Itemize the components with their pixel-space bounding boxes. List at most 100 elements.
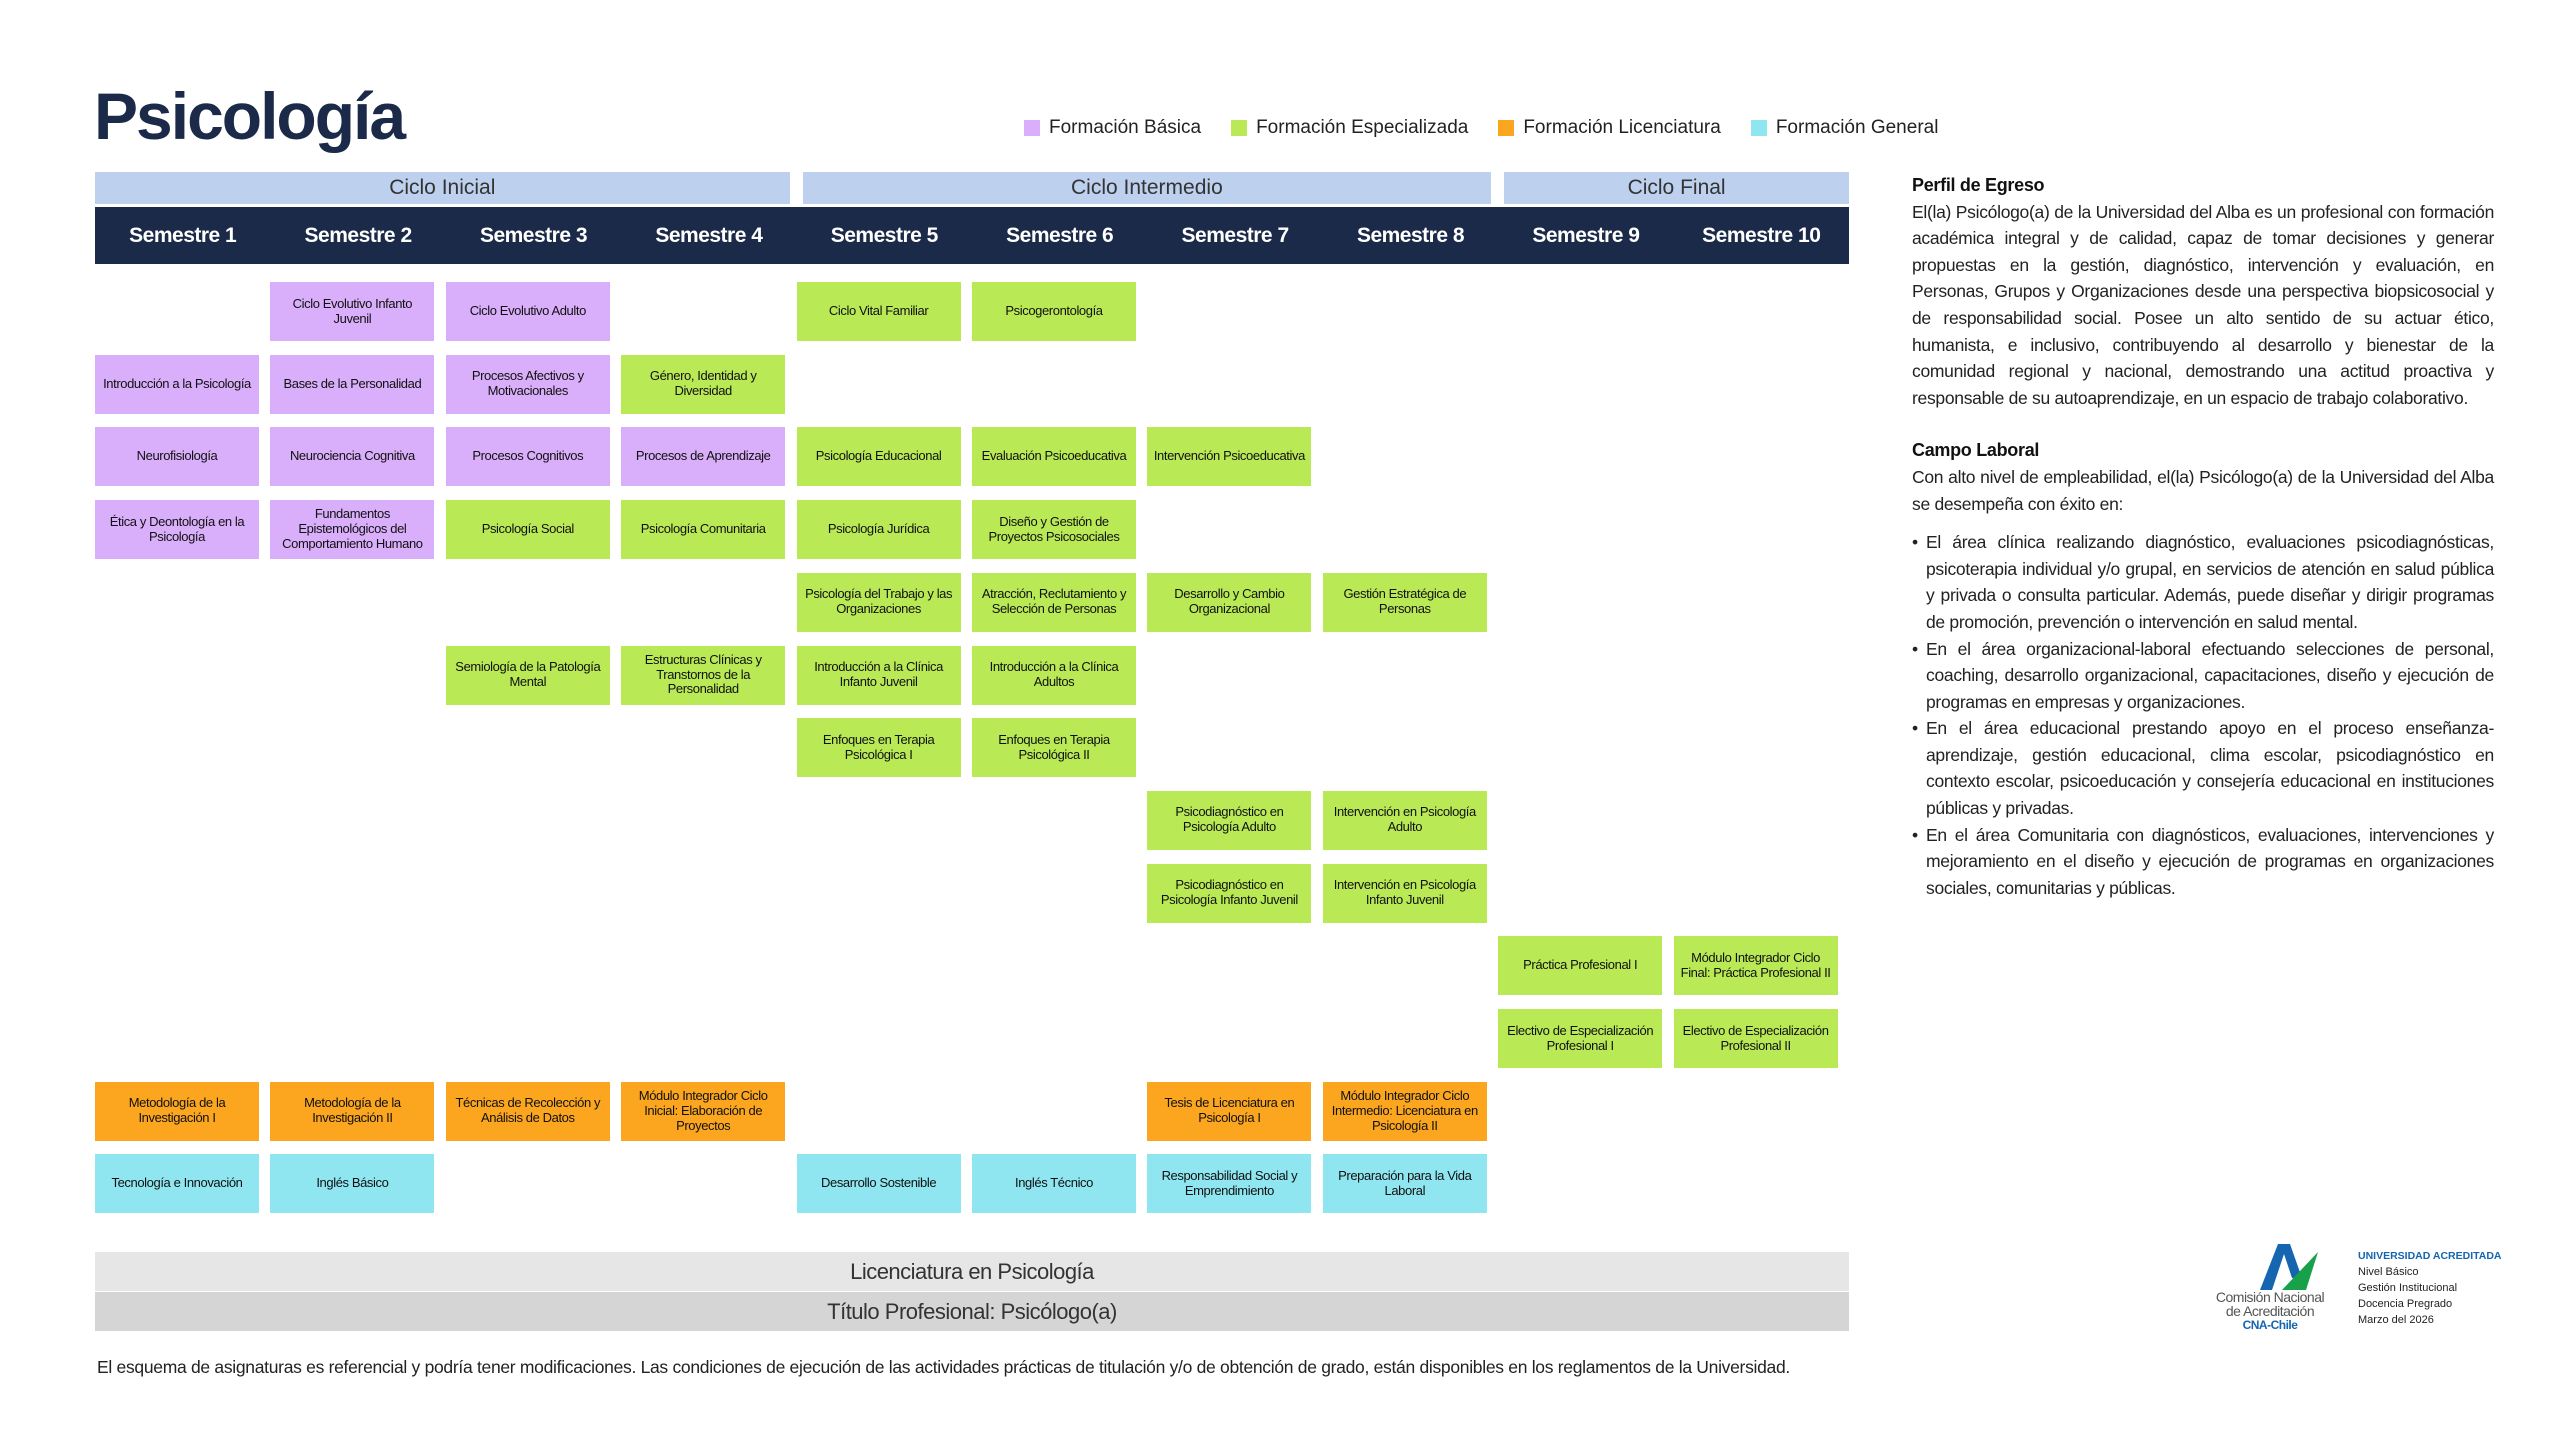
perfil-heading: Perfil de Egreso xyxy=(1912,175,2045,195)
campo-heading: Campo Laboral xyxy=(1912,440,2040,461)
course-box: Ciclo Evolutivo Infanto Juvenil xyxy=(270,282,435,341)
semester-header-1: Semestre 1 xyxy=(129,223,237,247)
course-box: Desarrollo y Cambio Organizacional xyxy=(1147,572,1312,632)
legend-swatch-icon xyxy=(1750,120,1767,136)
course-box: Responsabilidad Social y Emprendimiento xyxy=(1147,1154,1312,1214)
side-panel: Perfil de Egreso El(la) Psicólogo(a) de … xyxy=(1912,172,2494,901)
semester-header-8: Semestre 8 xyxy=(1356,223,1465,247)
cycle-label: Ciclo Intermedio xyxy=(802,172,1492,204)
course-box: Introducción a la Psicología xyxy=(95,354,259,414)
course-box: Diseño y Gestión de Proyectos Psicosocia… xyxy=(972,500,1136,560)
course-box: Procesos Cognitivos xyxy=(445,427,610,487)
course-box: Fundamentos Epistemológicos del Comporta… xyxy=(270,500,435,560)
course-box: Intervención Psicoeducativa xyxy=(1147,427,1312,487)
legend-item-basica: Formación Básica xyxy=(1024,117,1201,139)
course-box: Psicogerontología xyxy=(972,282,1136,341)
legend-label: Formación Básica xyxy=(1049,117,1202,138)
page-title: Psicología xyxy=(94,79,406,153)
course-box: Psicología Jurídica xyxy=(796,500,961,560)
course-box: Inglés Básico xyxy=(270,1154,435,1214)
semester-header-5: Semestre 5 xyxy=(830,223,939,247)
cycle-label: Ciclo Inicial xyxy=(95,172,790,204)
course-box: Electivo de Especialización Profesional … xyxy=(1673,1009,1838,1068)
course-box: Psicología Social xyxy=(445,500,610,560)
course-box: Inglés Técnico xyxy=(972,1154,1136,1214)
campo-item: En el área organizacional-laboral efectu… xyxy=(1912,636,2494,716)
legend-item-licenciatura: Formación Licenciatura xyxy=(1498,117,1721,139)
campo-item: En el área educacional prestando apoyo e… xyxy=(1912,715,2494,821)
course-box: Enfoques en Terapia Psicológica I xyxy=(796,718,961,778)
course-box: Género, Identidad y Diversidad xyxy=(621,354,786,414)
accreditation-line: Gestión Institucional xyxy=(2358,1282,2458,1294)
legend-item-especializada: Formación Especializada xyxy=(1231,117,1468,139)
course-box: Metodología de la Investigación I xyxy=(95,1081,259,1141)
course-box: Introducción a la Clínica Infanto Juveni… xyxy=(796,645,961,705)
legend-label: Formación Licenciatura xyxy=(1523,117,1721,138)
course-box: Electivo de Especialización Profesional … xyxy=(1498,1009,1663,1068)
course-box: Tecnología e Innovación xyxy=(95,1154,259,1214)
semester-header-7: Semestre 7 xyxy=(1181,223,1290,247)
legend-label: Formación Especializada xyxy=(1256,117,1469,138)
course-box: Práctica Profesional I xyxy=(1498,936,1663,996)
course-box: Atracción, Reclutamiento y Selección de … xyxy=(972,572,1136,632)
course-box: Tesis de Licenciatura en Psicología I xyxy=(1147,1081,1312,1141)
course-box: Módulo Integrador Ciclo Intermedio: Lice… xyxy=(1322,1081,1487,1141)
course-box: Semiología de la Patología Mental xyxy=(445,645,610,705)
cna-logo-text: Comisión Nacional de Acreditación CNA-Ch… xyxy=(2205,1290,2335,1332)
campo-item: El área clínica realizando diagnóstico, … xyxy=(1912,529,2494,635)
course-box: Preparación para la Vida Laboral xyxy=(1322,1154,1487,1214)
course-box: Bases de la Personalidad xyxy=(270,354,435,414)
course-box: Intervención en Psicología Infanto Juven… xyxy=(1322,863,1487,923)
course-box: Procesos Afectivos y Motivacionales xyxy=(445,354,610,414)
course-box: Psicología del Trabajo y las Organizacio… xyxy=(796,572,961,632)
course-box: Intervención en Psicología Adulto xyxy=(1322,790,1487,850)
course-box: Desarrollo Sostenible xyxy=(796,1154,961,1214)
semester-header-2: Semestre 2 xyxy=(304,223,413,247)
legend-swatch-icon xyxy=(1231,120,1248,136)
accreditation-heading: UNIVERSIDAD ACREDITADA xyxy=(2358,1250,2502,1262)
course-box: Metodología de la Investigación II xyxy=(270,1081,435,1141)
legend-label: Formación General xyxy=(1775,117,1939,138)
course-box: Técnicas de Recolección y Análisis de Da… xyxy=(445,1081,610,1141)
course-box: Estructuras Clínicas y Transtornos de la… xyxy=(621,645,786,705)
legend-item-general: Formación General xyxy=(1750,117,1939,139)
semester-header-10: Semestre 10 xyxy=(1702,223,1821,247)
semester-header: Semestre 1 Semestre 2 Semestre 3 Semestre 4… xyxy=(95,207,1849,264)
course-box: Ética y Deontología en la Psicología xyxy=(95,500,259,560)
course-box: Psicodiagnóstico en Psicología Adulto xyxy=(1147,790,1312,850)
degree-licenciatura: Licenciatura en Psicología xyxy=(95,1252,1849,1291)
legend-swatch-icon xyxy=(1024,120,1040,136)
course-box: Psicología Comunitaria xyxy=(621,500,786,560)
course-box: Psicodiagnóstico en Psicología Infanto J… xyxy=(1147,863,1312,923)
accreditation-line: Nivel Básico xyxy=(2358,1266,2419,1278)
campo-list: El área clínica realizando diagnóstico, … xyxy=(1912,529,2494,901)
cna-short: CNA-Chile xyxy=(2242,1318,2298,1332)
course-box: Ciclo Vital Familiar xyxy=(796,282,961,341)
cna-logo-icon xyxy=(2260,1244,2318,1290)
cna-line2: de Acreditación xyxy=(2225,1303,2315,1319)
semester-header-6: Semestre 6 xyxy=(1006,223,1114,247)
degree-titulo: Título Profesional: Psicólogo(a) xyxy=(95,1292,1849,1331)
cna-line1: Comisión Nacional xyxy=(2215,1289,2325,1305)
semester-header-4: Semestre 4 xyxy=(655,223,763,247)
legend: Formación Básica Formación Especializada F… xyxy=(1024,117,1938,139)
legend-swatch-icon xyxy=(1498,120,1515,136)
course-box: Evaluación Psicoeducativa xyxy=(972,427,1136,487)
campo-item: En el área Comunitaria con diagnósticos,… xyxy=(1912,822,2494,902)
perfil-text: El(la) Psicólogo(a) de la Universidad de… xyxy=(1912,201,2494,408)
semester-header-3: Semestre 3 xyxy=(479,223,588,247)
course-box: Enfoques en Terapia Psicológica II xyxy=(972,718,1136,778)
accreditation-line: Marzo del 2026 xyxy=(2358,1314,2434,1326)
course-box: Procesos de Aprendizaje xyxy=(621,427,786,487)
course-box: Psicología Educacional xyxy=(796,427,961,487)
course-box: Módulo Integrador Ciclo Final: Práctica … xyxy=(1673,936,1838,996)
accreditation-info: UNIVERSIDAD ACREDITADA Nivel Básico Gest… xyxy=(2358,1248,2502,1328)
cycle-label: Ciclo Final xyxy=(1504,172,1849,204)
course-box: Gestión Estratégica de Personas xyxy=(1322,572,1487,632)
semester-header-9: Semestre 9 xyxy=(1532,223,1640,247)
campo-intro: Con alto nivel de empleabilidad, el(la) … xyxy=(1912,466,2494,514)
course-box: Introducción a la Clínica Adultos xyxy=(972,645,1136,705)
course-box: Ciclo Evolutivo Adulto xyxy=(445,282,610,341)
course-box: Neurofisiología xyxy=(95,427,259,487)
footnote: El esquema de asignaturas es referencial… xyxy=(97,1357,1790,1377)
